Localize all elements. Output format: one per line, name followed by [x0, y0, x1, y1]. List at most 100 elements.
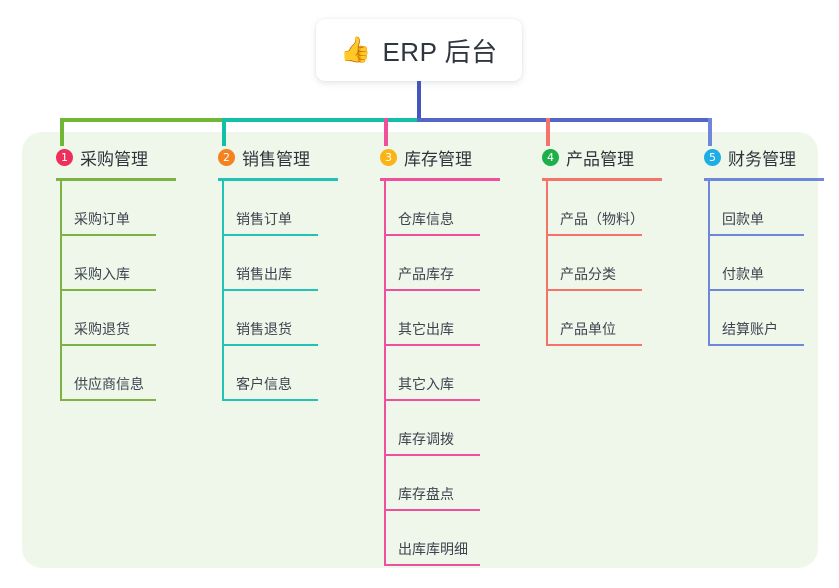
column-header-rule	[218, 178, 338, 181]
leaf-node-label: 采购退货	[74, 321, 130, 337]
leaf-node[interactable]: 产品单位	[546, 291, 642, 346]
leaf-node[interactable]: 回款单	[708, 181, 804, 236]
column-header-3[interactable]: 3 库存管理	[362, 146, 472, 169]
leaf-node-label: 仓库信息	[398, 211, 454, 227]
column-4: 4 产品管理产品（物料） 产品分类产品单位	[524, 146, 662, 346]
leaf-node-label: 产品分类	[560, 266, 616, 282]
leaf-node-label: 销售退货	[236, 321, 292, 337]
column-title: 财务管理	[728, 149, 796, 169]
column-badge-3: 3	[380, 148, 397, 166]
column-3: 3 库存管理仓库信息产品库存其它出库其它入库库存调拨库存盘点出库库明细	[362, 146, 500, 566]
root-node-erp[interactable]: 👍 ERP 后台	[316, 19, 522, 81]
leaf-node[interactable]: 仓库信息	[384, 181, 480, 236]
leaf-node-label: 产品（物料）	[560, 211, 644, 227]
root-node-title: ERP 后台	[382, 36, 498, 67]
column-title: 库存管理	[404, 149, 472, 169]
leaf-node-rule	[546, 344, 642, 346]
leaf-node-rule	[384, 454, 480, 456]
column-header-rule	[380, 178, 500, 181]
leaf-node-label: 回款单	[722, 211, 764, 227]
column-header-rule	[542, 178, 662, 181]
column-title: 销售管理	[242, 149, 310, 169]
leaf-node-rule	[546, 234, 642, 236]
leaf-node[interactable]: 采购入库	[60, 236, 156, 291]
leaf-node-rule	[384, 564, 480, 566]
leaf-node-rule	[384, 399, 480, 401]
leaf-node[interactable]: 其它出库	[384, 291, 480, 346]
leaf-node-label: 库存盘点	[398, 486, 454, 502]
leaf-node-rule	[384, 509, 480, 511]
leaf-node[interactable]: 产品（物料）	[546, 181, 644, 236]
leaf-node-rule	[60, 344, 156, 346]
diagram-panel	[22, 132, 818, 568]
leaf-node-label: 其它出库	[398, 321, 454, 337]
leaf-node-rule	[708, 344, 804, 346]
thumbs-up-icon: 👍	[340, 35, 372, 64]
leaf-node-rule	[708, 289, 804, 291]
leaf-node-rule	[384, 289, 480, 291]
column-header-rule	[704, 178, 824, 181]
leaf-node[interactable]: 供应商信息	[60, 346, 156, 401]
leaf-node[interactable]: 采购退货	[60, 291, 156, 346]
bus-drop-connector-3	[384, 118, 388, 146]
bus-drop-connector-5	[708, 118, 712, 146]
leaf-node-rule	[222, 344, 318, 346]
leaf-node[interactable]: 产品库存	[384, 236, 480, 291]
column-spine	[384, 181, 386, 566]
column-title: 产品管理	[566, 149, 634, 169]
column-badge-1: 1	[56, 148, 73, 166]
leaf-node[interactable]: 出库库明细	[384, 511, 480, 566]
leaf-node-label: 客户信息	[236, 376, 292, 392]
bus-drop-connector-4	[546, 118, 550, 146]
column-header-4[interactable]: 4 产品管理	[524, 146, 634, 169]
bus-drop-connector-2	[222, 118, 226, 146]
leaf-node-rule	[222, 289, 318, 291]
column-5: 5 财务管理回款单付款单结算账户	[686, 146, 824, 346]
bus-segment-left	[60, 118, 226, 122]
leaf-node-label: 采购订单	[74, 211, 130, 227]
bus-segment-right	[417, 118, 712, 122]
bus-drop-connector-1	[60, 118, 64, 146]
leaf-node-rule	[60, 399, 156, 401]
leaf-node[interactable]: 产品分类	[546, 236, 642, 291]
leaf-node-label: 产品库存	[398, 266, 454, 282]
leaf-node-rule	[60, 234, 156, 236]
leaf-node-label: 采购入库	[74, 266, 130, 282]
leaf-node[interactable]: 其它入库	[384, 346, 480, 401]
leaf-node-rule	[546, 289, 642, 291]
column-spine	[546, 181, 548, 346]
leaf-node-label: 产品单位	[560, 321, 616, 337]
leaf-node[interactable]: 销售退货	[222, 291, 318, 346]
column-spine	[708, 181, 710, 346]
leaf-node-label: 库存调拨	[398, 431, 454, 447]
leaf-node-rule	[384, 344, 480, 346]
column-badge-5: 5	[704, 148, 721, 166]
leaf-node-rule	[384, 234, 480, 236]
leaf-node-label: 销售出库	[236, 266, 292, 282]
column-header-rule	[56, 178, 176, 181]
leaf-node-label: 供应商信息	[74, 376, 144, 392]
leaf-node-label: 其它入库	[398, 376, 454, 392]
bus-segment-middle	[222, 118, 421, 122]
leaf-node[interactable]: 客户信息	[222, 346, 318, 401]
leaf-node-label: 结算账户	[722, 321, 778, 337]
column-badge-4: 4	[542, 148, 559, 166]
leaf-node[interactable]: 库存盘点	[384, 456, 480, 511]
leaf-node-rule	[222, 234, 318, 236]
leaf-node-label: 出库库明细	[398, 541, 468, 557]
column-header-5[interactable]: 5 财务管理	[686, 146, 796, 169]
leaf-node[interactable]: 付款单	[708, 236, 804, 291]
leaf-node[interactable]: 销售订单	[222, 181, 318, 236]
leaf-node-rule	[60, 289, 156, 291]
leaf-node-rule	[222, 399, 318, 401]
leaf-node-label: 销售订单	[236, 211, 292, 227]
leaf-node[interactable]: 销售出库	[222, 236, 318, 291]
leaf-node-rule	[708, 234, 804, 236]
leaf-node[interactable]: 库存调拨	[384, 401, 480, 456]
leaf-node[interactable]: 采购订单	[60, 181, 156, 236]
leaf-node[interactable]: 结算账户	[708, 291, 804, 346]
